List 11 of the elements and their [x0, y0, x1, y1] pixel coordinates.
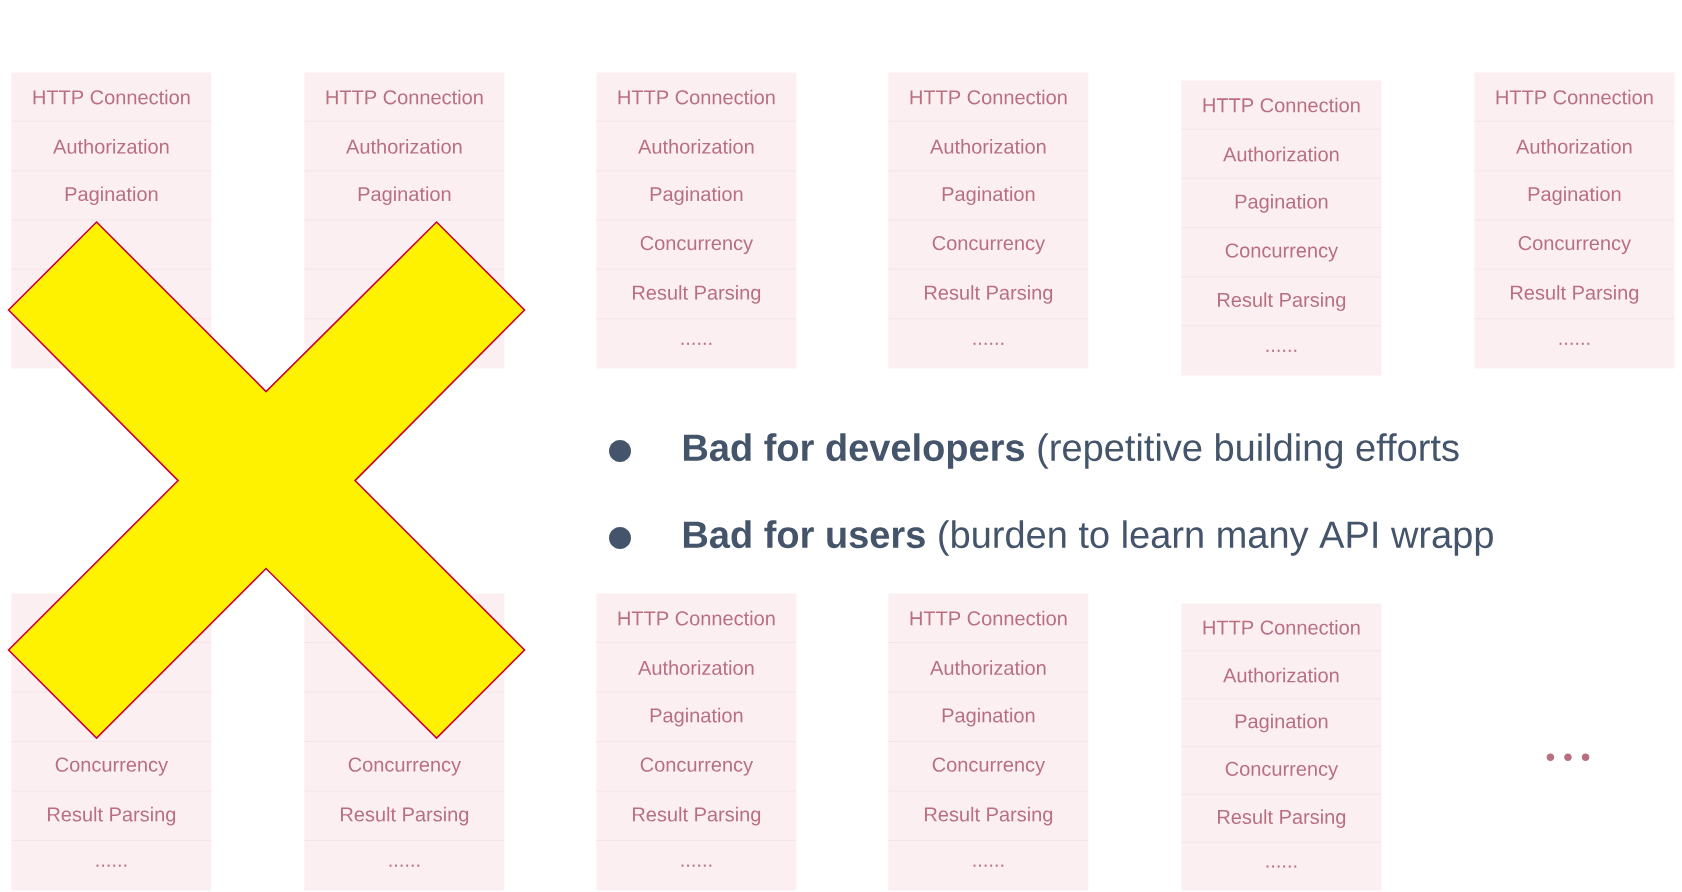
api-wrapper-box: HTTP Connection Authorization Pagination Concurrency Result Parsing ......	[1181, 603, 1382, 891]
api-wrapper-box: HTTP Connection Authorization Pagination Concurrency Result Parsing ......	[888, 593, 1089, 891]
ellipsis: • • •	[1546, 753, 1590, 762]
bullet-text: Bad for users (burden to learn many API wrapp	[683, 520, 1493, 556]
bullet-text: Bad for developers (repetitive building efforts	[683, 433, 1459, 469]
api-wrapper-box: HTTP Connection Authorization Pagination Concurrency Result Parsing ......	[596, 72, 797, 369]
api-wrapper-box: HTTP Connection Authorization Pagination Concurrency Result Parsing ......	[888, 72, 1089, 369]
cross-mark	[7, 220, 526, 740]
api-wrapper-box: HTTP Connection Authorization Pagination Concurrency Result Parsing ......	[1474, 72, 1675, 369]
api-wrapper-box: HTTP Connection Authorization Pagination Concurrency Result Parsing ......	[596, 593, 797, 891]
api-wrapper-box: HTTP Connection Authorization Pagination Concurrency Result Parsing ......	[1181, 80, 1382, 376]
